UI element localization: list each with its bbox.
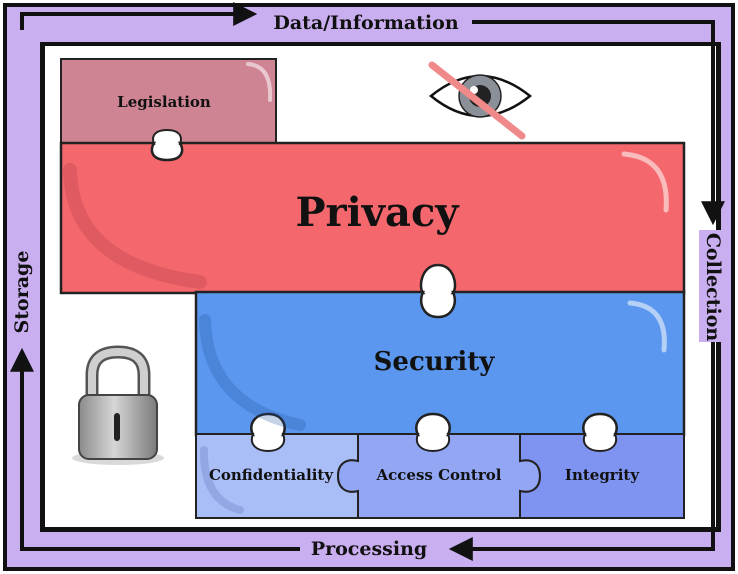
padlock-icon bbox=[72, 345, 164, 465]
confidentiality-piece: Confidentiality bbox=[195, 433, 359, 519]
left-label-bg bbox=[8, 244, 38, 344]
right-label-bg bbox=[699, 230, 729, 342]
top-label-bg bbox=[266, 8, 472, 36]
security-label: Security bbox=[374, 347, 496, 377]
right-label: Collection bbox=[702, 233, 724, 342]
security-piece: Security bbox=[194, 290, 686, 437]
legislation-label: Legislation bbox=[117, 93, 211, 111]
crossed-out-eye-icon bbox=[428, 61, 533, 140]
access-control-label: Access Control bbox=[376, 466, 502, 484]
integrity-label: Integrity bbox=[565, 466, 640, 484]
top-label: Data/Information bbox=[273, 12, 458, 34]
cycle-arrows bbox=[9, 2, 725, 561]
privacy-piece: Privacy bbox=[59, 141, 686, 295]
bottom-label: Processing bbox=[311, 538, 427, 560]
integrity-piece: Integrity bbox=[519, 433, 685, 519]
privacy-label: Privacy bbox=[295, 189, 460, 236]
bottom-label-bg bbox=[303, 534, 435, 562]
access-control-piece: Access Control bbox=[336, 433, 542, 519]
legislation-piece: Legislation bbox=[60, 58, 277, 145]
confidentiality-label: Confidentiality bbox=[209, 466, 334, 484]
left-label: Storage bbox=[11, 251, 33, 334]
